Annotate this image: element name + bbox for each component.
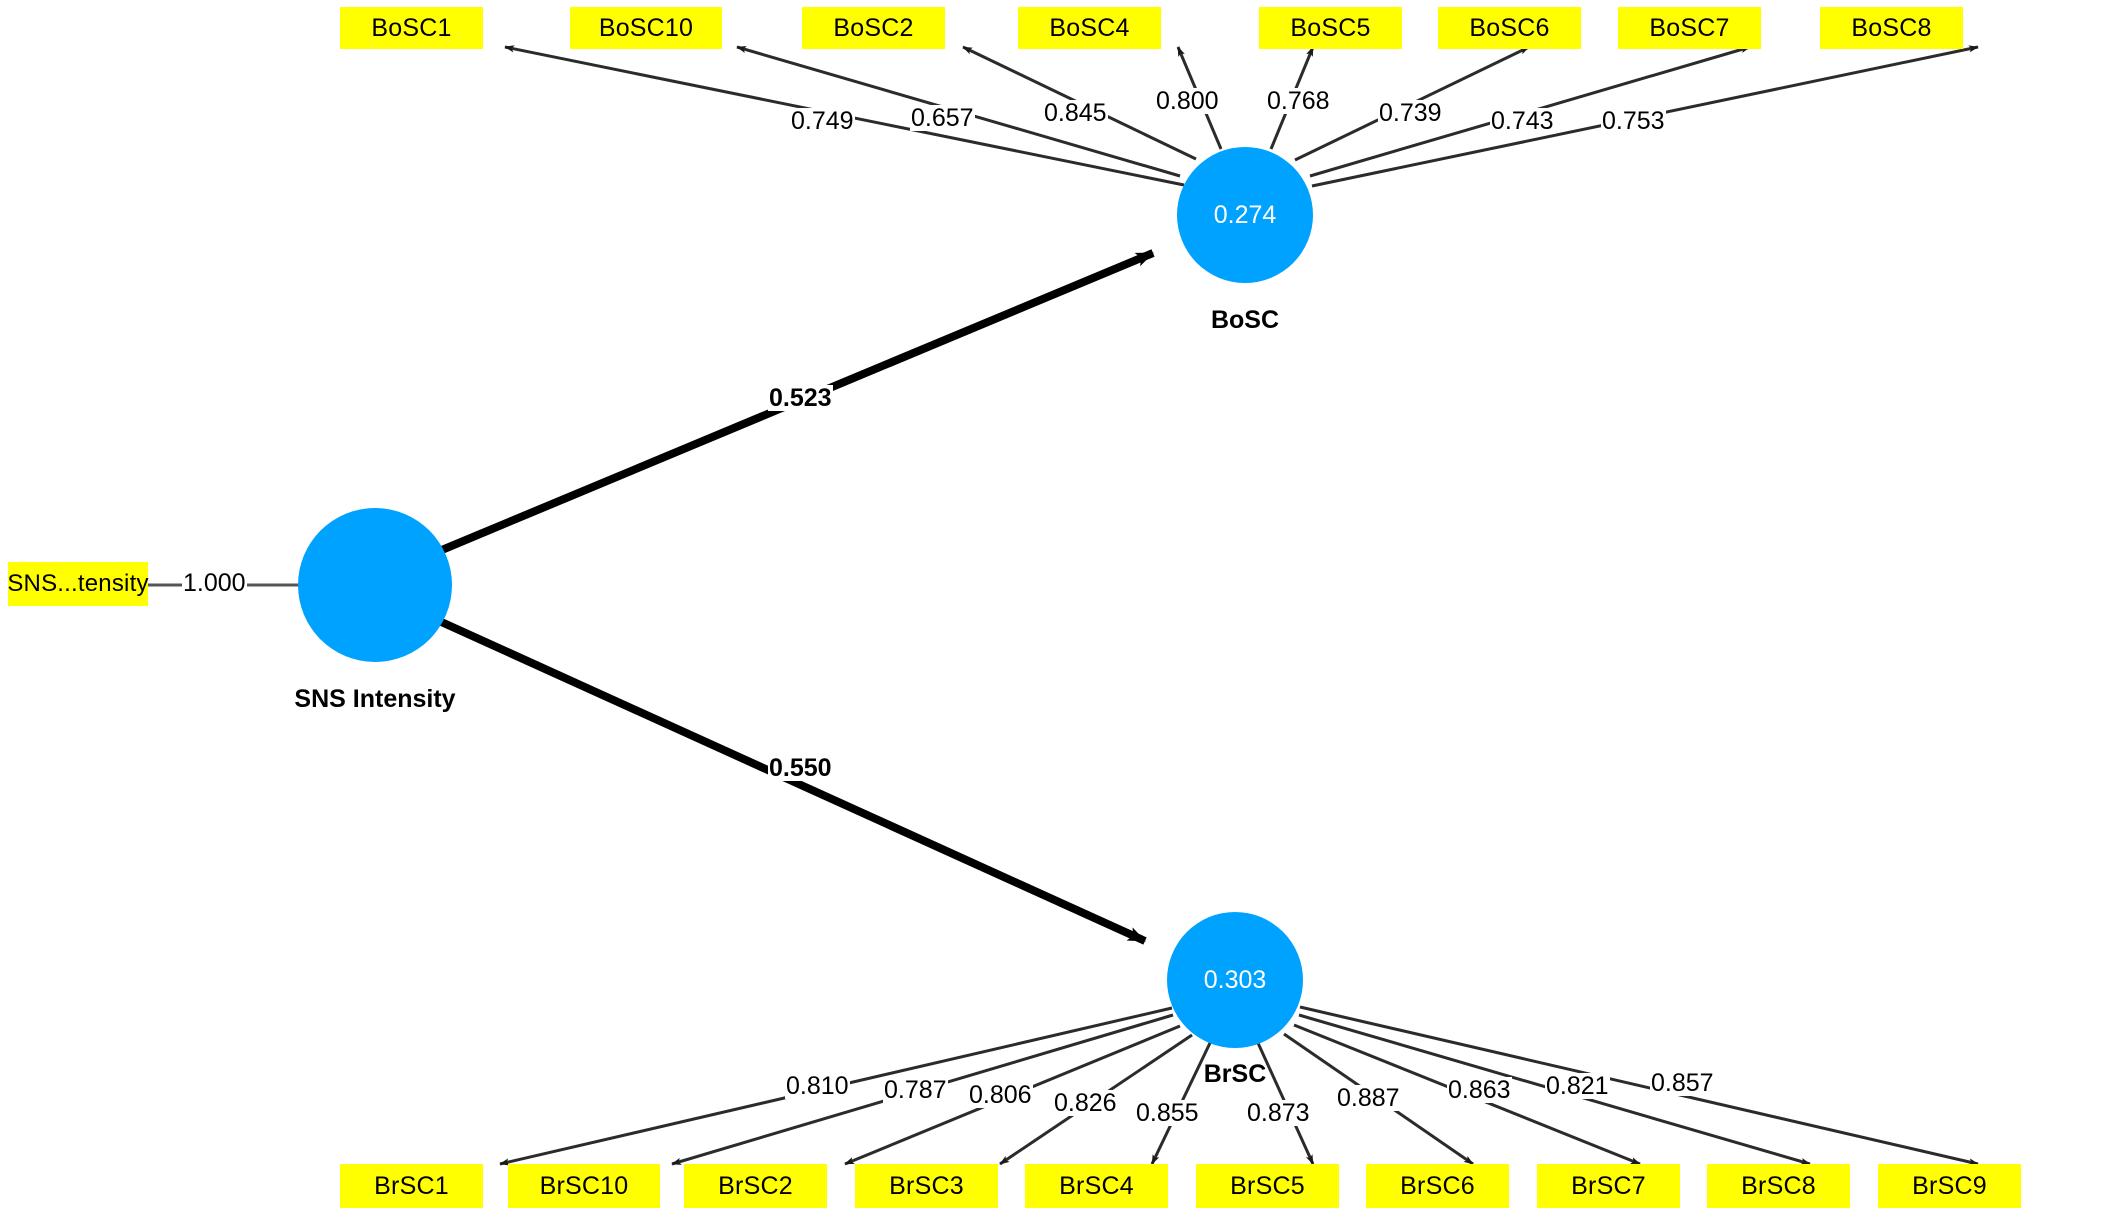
indicator-label: BrSC7 <box>1571 1171 1646 1200</box>
construct-label-bosc: BoSC <box>1177 306 1313 335</box>
indicator-label: BrSC3 <box>889 1171 964 1200</box>
indicator-box[interactable]: BrSC1 <box>340 1164 483 1208</box>
loading-label: 0.743 <box>1490 107 1555 135</box>
loading-value: 0.887 <box>1337 1084 1400 1112</box>
loading-value: 0.810 <box>786 1072 849 1100</box>
loading-value: 0.855 <box>1136 1099 1199 1127</box>
indicator-label: SNS...tensity <box>7 570 149 597</box>
loading-label: 0.887 <box>1336 1084 1401 1112</box>
loading-label: 0.810 <box>785 1072 850 1100</box>
indicator-label: BrSC9 <box>1912 1171 1987 1200</box>
indicator-box[interactable]: BrSC6 <box>1366 1164 1509 1208</box>
r-square-value: 0.303 <box>1203 965 1267 994</box>
loading-value: 0.787 <box>884 1076 947 1104</box>
weight-label-sns: 1.000 <box>182 569 247 597</box>
loading-value: 0.845 <box>1044 99 1107 127</box>
indicator-box[interactable]: BrSC9 <box>1878 1164 2021 1208</box>
loading-value: 0.863 <box>1448 1076 1511 1104</box>
loading-label: 0.855 <box>1135 1099 1200 1127</box>
path-coefficient-value: 0.523 <box>769 384 832 412</box>
loading-label: 0.845 <box>1043 99 1108 127</box>
path-coefficient-label: 0.550 <box>768 754 833 782</box>
loading-value: 0.743 <box>1491 107 1554 135</box>
indicator-label: BoSC8 <box>1851 13 1932 42</box>
indicator-label: BoSC5 <box>1290 13 1371 42</box>
indicator-label: BoSC2 <box>833 13 914 42</box>
indicator-label: BrSC2 <box>718 1171 793 1200</box>
indicator-box[interactable]: BrSC10 <box>508 1164 660 1208</box>
indicator-label: BoSC6 <box>1469 13 1550 42</box>
indicator-box[interactable]: BoSC7 <box>1618 7 1761 49</box>
loading-label: 0.749 <box>790 107 855 135</box>
indicator-box[interactable]: BoSC4 <box>1018 7 1161 49</box>
construct-label-sns: SNS Intensity <box>275 685 475 714</box>
loading-value: 0.821 <box>1546 1072 1609 1100</box>
indicator-box[interactable]: BoSC10 <box>570 7 722 49</box>
indicator-box[interactable]: BrSC8 <box>1707 1164 1850 1208</box>
indicator-box[interactable]: BrSC2 <box>684 1164 827 1208</box>
loading-label: 0.657 <box>910 104 975 132</box>
indicator-label: BrSC8 <box>1741 1171 1816 1200</box>
loading-value: 0.826 <box>1054 1089 1117 1117</box>
indicator-label: BoSC4 <box>1049 13 1130 42</box>
construct-name: BoSC <box>1210 306 1280 334</box>
loading-value: 0.857 <box>1651 1069 1714 1097</box>
indicator-label: BrSC5 <box>1230 1171 1305 1200</box>
indicator-label: BoSC10 <box>598 13 694 42</box>
r-square-value: 0.274 <box>1213 200 1277 229</box>
loading-label: 0.857 <box>1650 1069 1715 1097</box>
indicator-label: BoSC1 <box>371 13 452 42</box>
indicator-box[interactable]: BoSC6 <box>1438 7 1581 49</box>
construct-label-brsc: BrSC <box>1167 1060 1303 1089</box>
construct-circle-sns[interactable] <box>298 508 452 662</box>
indicator-box-sns[interactable]: SNS...tensity <box>7 562 149 606</box>
indicator-box[interactable]: BrSC5 <box>1196 1164 1339 1208</box>
loading-label: 0.873 <box>1246 1099 1311 1127</box>
path-coefficient-value: 0.550 <box>769 754 832 782</box>
loading-value: 0.657 <box>911 104 974 132</box>
indicator-label: BrSC1 <box>374 1171 449 1200</box>
loading-label: 0.768 <box>1266 87 1331 115</box>
loading-label: 0.821 <box>1545 1072 1610 1100</box>
indicator-box[interactable]: BoSC8 <box>1820 7 1963 49</box>
indicator-label: BrSC4 <box>1059 1171 1134 1200</box>
construct-name: BrSC <box>1203 1060 1267 1088</box>
loading-label: 0.787 <box>883 1076 948 1104</box>
loading-value: 0.753 <box>1602 107 1665 135</box>
construct-circle-brsc[interactable]: 0.303 <box>1167 912 1303 1048</box>
loading-value: 0.749 <box>791 107 854 135</box>
indicator-box[interactable]: BoSC1 <box>340 7 483 49</box>
path-coefficient-label: 0.523 <box>768 384 833 412</box>
indicator-label: BrSC6 <box>1400 1171 1475 1200</box>
indicator-label: BrSC10 <box>539 1171 629 1200</box>
indicator-box[interactable]: BrSC3 <box>855 1164 998 1208</box>
loading-label: 0.753 <box>1601 107 1666 135</box>
indicator-box[interactable]: BrSC4 <box>1025 1164 1168 1208</box>
construct-name: SNS Intensity <box>294 685 456 713</box>
loading-value: 0.800 <box>1156 87 1219 115</box>
loading-label: 0.800 <box>1155 87 1220 115</box>
loading-value: 0.739 <box>1379 99 1442 127</box>
indicator-box[interactable]: BoSC2 <box>802 7 945 49</box>
indicator-box[interactable]: BoSC5 <box>1259 7 1402 49</box>
weight-value: 1.000 <box>183 569 246 597</box>
loading-label: 0.863 <box>1447 1076 1512 1104</box>
loading-value: 0.806 <box>969 1081 1032 1109</box>
loading-label: 0.826 <box>1053 1089 1118 1117</box>
loading-value: 0.873 <box>1247 1099 1310 1127</box>
loading-label: 0.806 <box>968 1081 1033 1109</box>
indicator-box[interactable]: BrSC7 <box>1537 1164 1680 1208</box>
construct-circle-bosc[interactable]: 0.274 <box>1177 147 1313 283</box>
loading-label: 0.739 <box>1378 99 1443 127</box>
indicator-label: BoSC7 <box>1649 13 1730 42</box>
loading-value: 0.768 <box>1267 87 1330 115</box>
